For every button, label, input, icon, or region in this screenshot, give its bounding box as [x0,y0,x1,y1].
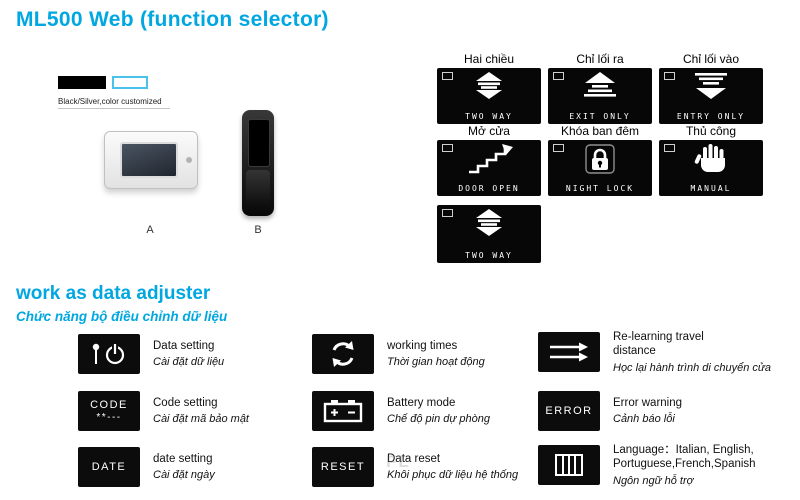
panel-night-lock: NIGHT LOCK [548,140,652,196]
feature-working-times: working times Thời gian hoạt động [312,334,547,374]
device-b-label: B [254,224,262,236]
panel-screen-label: MANUAL [690,184,732,193]
feature-sublabel: Chế độ pin dự phòng [387,413,490,426]
code-tile: CODE **--- [78,391,140,431]
panel-caption: Khóa ban đêm [560,124,640,138]
panel-caption: Thủ công [685,124,737,138]
language-flag-icon [555,454,583,477]
swatch-custom [112,76,149,89]
page-title: ML500 Web (function selector) [16,8,329,31]
watermark: FL [386,452,411,471]
panel-caption: Mở cửa [468,124,510,138]
feature-label: Battery mode [387,396,456,409]
panel-caption: Chỉ lối ra [576,52,624,66]
feature-sublabel: Ngôn ngữ hỗ trợ [613,474,694,487]
data-setting-tile [78,334,140,374]
manual-hand-icon [694,144,725,172]
panel-screen-label: ENTRY ONLY [676,112,746,121]
device-a-knob [186,157,192,163]
panel-entry-only: ENTRY ONLY [659,68,763,124]
panel-corner-icon [442,209,453,217]
night-lock-padlock-icon [585,144,615,174]
feature-battery-mode: Battery mode Chế độ pin dự phòng [312,391,547,431]
panel-screen-label: EXIT ONLY [569,112,631,121]
panel-corner-icon [553,144,564,152]
panel-corner-icon [553,72,564,80]
reset-tile-text: RESET [320,461,366,473]
feature-label: working times [387,339,458,352]
working-times-tile [312,334,374,374]
panel-door-open: DOOR OPEN [437,140,541,196]
relearn-travel-arrows-icon [550,342,588,362]
error-tile: ERROR [538,391,600,431]
section-title: work as data adjuster [16,283,211,304]
feature-sublabel: Cài đặt mã bảo mật [153,413,249,426]
reset-tile: RESET [312,447,374,487]
feature-label: Data setting [153,339,215,352]
panel-corner-icon [442,144,453,152]
device-a-screen [120,142,178,178]
panel-two-way: TWO WAY [437,68,541,124]
device-a-label: A [146,224,154,236]
feature-code-setting: CODE **--- Code setting Cài đặt mã bảo m… [78,391,313,431]
two-way-arrows-icon [476,72,502,99]
panel-corner-icon [664,72,675,80]
feature-sublabel: Khôi phục dữ liệu hệ thống [387,469,519,482]
working-times-refresh-icon [332,341,354,367]
relearn-tile [538,332,600,373]
panel-screen-label: NIGHT LOCK [565,184,635,193]
panel-caption: Chỉ lối vào [682,52,740,66]
feature-label: Language：Italian, English, Portuguese,Fr… [613,444,756,471]
feature-label: date setting [153,452,213,465]
feature-sublabel: Cài đặt dữ liệu [153,356,225,369]
feature-label: Error warning [613,396,683,409]
code-tile-text: CODE [90,399,128,411]
panel-manual: MANUAL [659,140,763,196]
data-setting-power-pin-icon [92,343,125,365]
device-b-image [242,110,274,216]
panel-screen-label: TWO WAY [465,112,513,121]
swatch-black [58,76,106,89]
exit-only-arrow-icon [584,72,616,97]
panel-screen-label: DOOR OPEN [458,184,520,193]
feature-sublabel: Cài đặt ngày [153,469,215,482]
feature-date-setting: DATE date setting Cài đặt ngày [78,447,313,487]
color-swatch: Black/Silver,color customized [58,76,170,109]
feature-label: Data reset [387,452,441,465]
feature-data-reset: RESET Data reset Khôi phục dữ liệu hệ th… [312,447,547,487]
battery-tile [312,391,374,431]
panel-corner-icon [664,144,675,152]
entry-only-arrow-icon [695,73,727,99]
device-b-gloss [246,170,270,206]
date-tile-text: DATE [91,461,127,473]
panel-screen-label: TWO WAY [465,251,513,260]
panel-exit-only: EXIT ONLY [548,68,652,124]
code-tile-text2: **--- [96,412,122,423]
two-way-arrows-icon [476,209,502,236]
battery-icon [323,400,363,423]
device-a-image [104,131,198,189]
error-tile-text: ERROR [545,405,593,417]
panel-corner-icon [442,72,453,80]
feature-label: Code setting [153,396,218,409]
feature-sublabel: Thời gian hoạt động [387,356,485,369]
panel-caption: Hai chiều [463,52,515,66]
section-subtitle: Chức năng bộ điều chỉnh dữ liệu [16,309,228,324]
feature-language: Language：Italian, English, Portuguese,Fr… [538,443,798,488]
date-tile: DATE [78,447,140,487]
language-tile [538,445,600,486]
panel-two-way-bottom: TWO WAY [437,205,541,263]
feature-sublabel: Học lại hành trình di chuyển cửa [613,361,772,374]
feature-label: Re-learning travel distance [613,331,704,358]
device-b-screen [248,119,270,167]
feature-error-warning: ERROR Error warning Cảnh báo lỗi [538,391,763,431]
feature-relearn: Re-learning travel distance Học lại hành… [538,330,798,375]
swatch-label: Black/Silver,color customized [58,97,170,109]
feature-sublabel: Cảnh báo lỗi [613,413,675,426]
feature-data-setting: Data setting Cài đặt dữ liệu [78,334,313,374]
door-open-steps-icon [469,144,513,174]
